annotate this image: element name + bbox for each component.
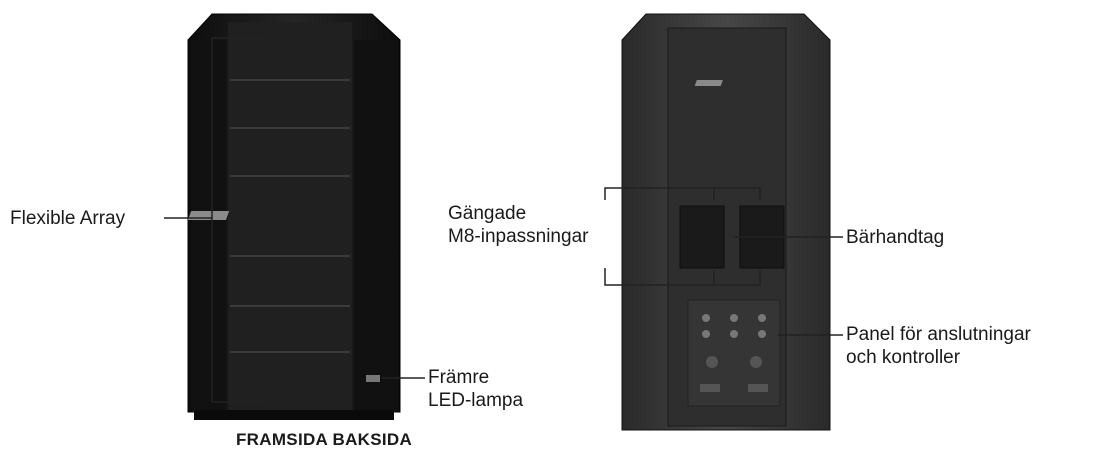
label-threaded-inserts: Gängade M8-inpassningar xyxy=(448,202,588,248)
label-front-led-line1: Främre xyxy=(428,367,490,388)
label-flexible-array: Flexible Array xyxy=(10,208,126,229)
label-panel-line1: Panel för anslutningar xyxy=(846,324,1031,345)
bose-logo-back xyxy=(694,80,723,86)
front-speaker xyxy=(187,13,401,420)
back-speaker xyxy=(621,13,831,431)
front-led-icon xyxy=(366,375,380,382)
label-panel: Panel för anslutningar och kontroller xyxy=(846,323,1031,369)
label-carry-handle: Bärhandtag xyxy=(846,227,945,248)
label-front-led: Främre LED-lampa xyxy=(428,366,523,412)
carry-handle-left xyxy=(679,205,725,269)
label-threaded-inserts-line2: M8-inpassningar xyxy=(448,226,589,247)
figure-caption: FRAMSIDA BAKSIDA xyxy=(236,430,413,449)
leader-lines xyxy=(164,37,843,403)
label-front-led-line2: LED-lampa xyxy=(428,390,524,411)
label-panel-line2: och kontroller xyxy=(846,347,961,368)
label-threaded-inserts-line1: Gängade xyxy=(448,203,527,224)
